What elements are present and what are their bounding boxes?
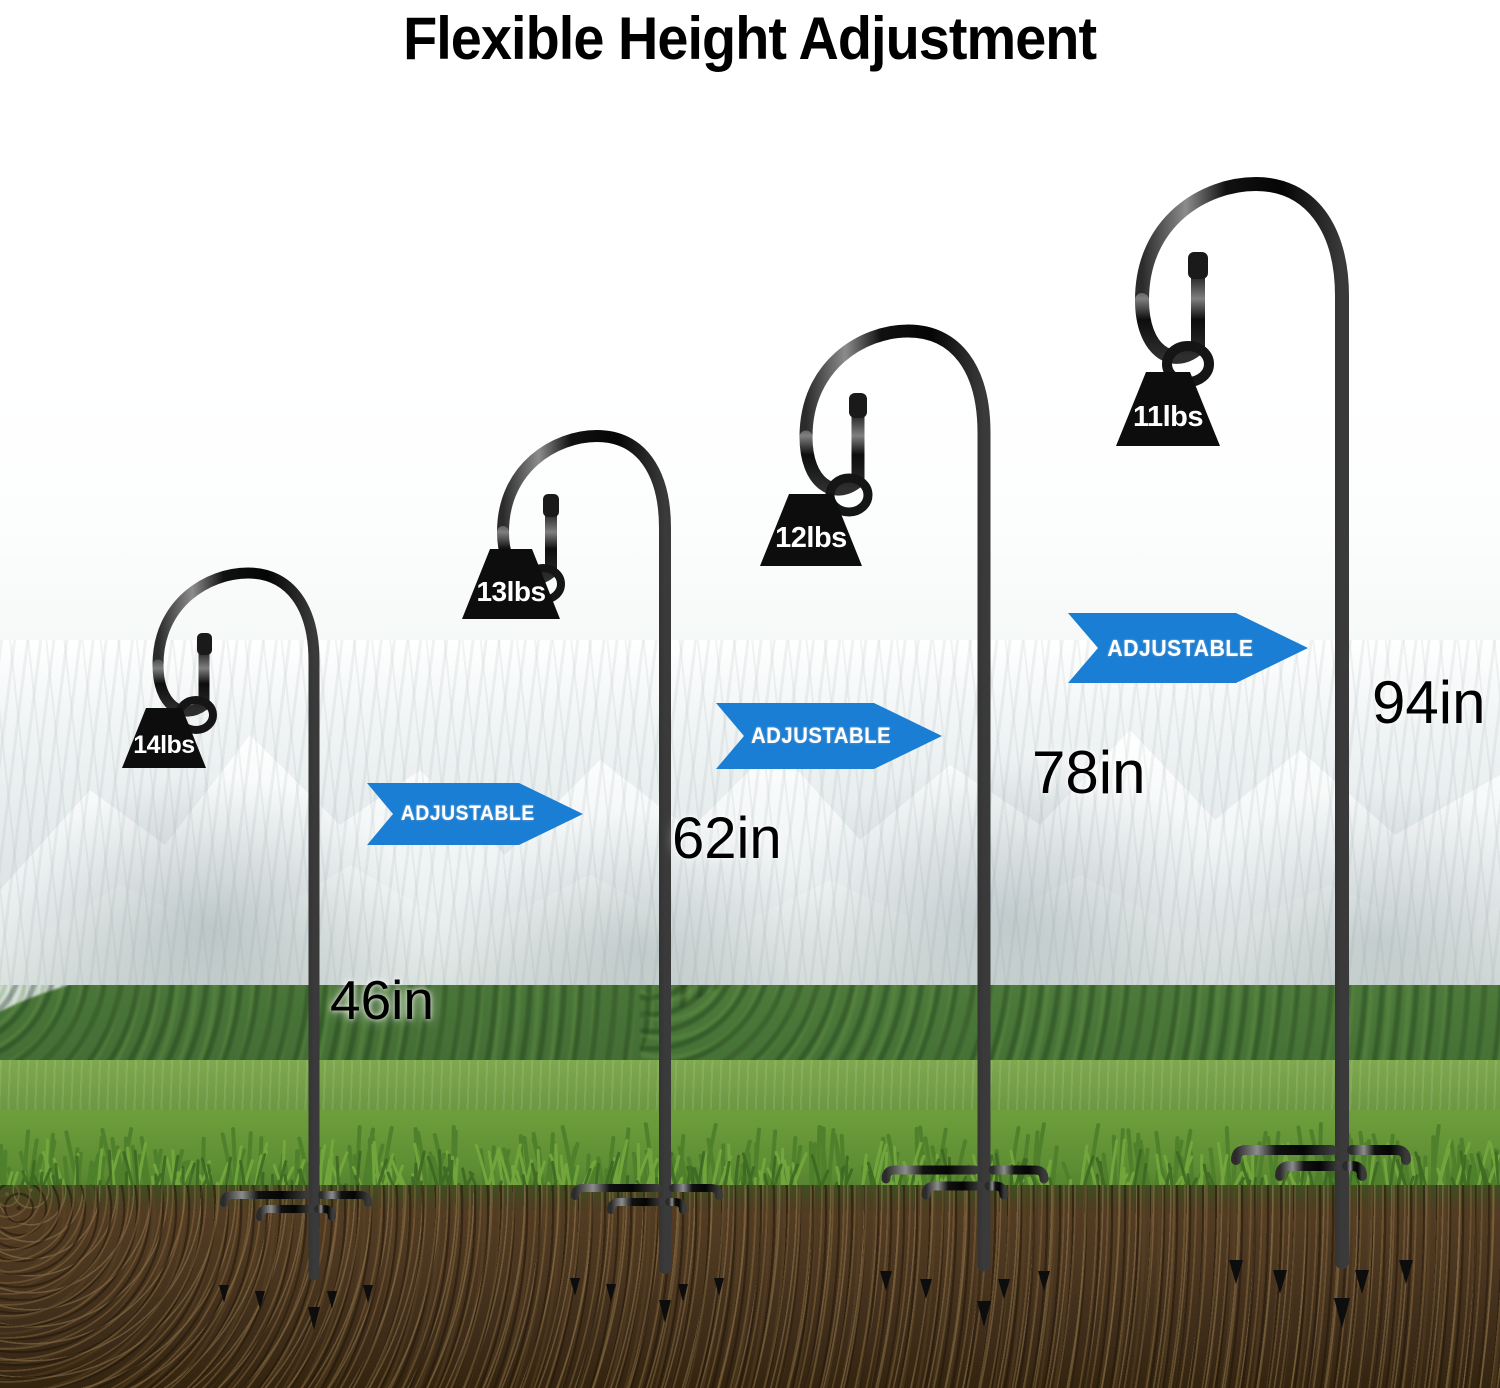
shepherd-hook-94in[interactable] (1080, 170, 1420, 1340)
arrow-shape (367, 783, 583, 845)
hook-stand-graphic-1 (152, 567, 373, 1330)
title-bar: Flexible Height Adjustment (0, 0, 1500, 76)
sky-background (0, 0, 1500, 700)
weight-label: 12lbs (775, 521, 847, 554)
shepherd-hook-78in[interactable] (748, 315, 1068, 1335)
arrow-shape (716, 703, 942, 769)
weight-tag-13lbs: 13lbs (458, 545, 564, 623)
hook-stand-graphic-2 (497, 429, 724, 1323)
arrow-label: ADJUSTABLE (1106, 634, 1254, 661)
weight-label: 13lbs (476, 576, 546, 607)
adjustable-arrow-1: ADJUSTABLE (367, 775, 583, 853)
weight-label: 11lbs (1132, 401, 1204, 433)
height-label-46in: 46in (330, 969, 434, 1031)
arrow-shape (1068, 613, 1308, 683)
height-label-78in: 78in (1032, 739, 1146, 806)
shepherd-hook-46in[interactable] (100, 555, 400, 1335)
arrow-label: ADJUSTABLE (401, 802, 535, 825)
weight-tag-11lbs: 11lbs (1112, 368, 1224, 450)
hook-stand-graphic-4 (1135, 176, 1413, 1328)
page-title: Flexible Height Adjustment (403, 4, 1097, 72)
adjustable-arrow-3: ADJUSTABLE (1068, 605, 1308, 691)
weight-block-shape (760, 494, 862, 566)
weight-label: 14lbs (133, 730, 195, 759)
weight-block-shape (122, 708, 206, 768)
soil-texture (0, 1185, 1500, 1388)
soil-cross-section (0, 1185, 1500, 1388)
weight-block-shape (1116, 372, 1220, 446)
arrow-label: ADJUSTABLE (751, 723, 892, 748)
height-label-94in: 94in (1372, 669, 1486, 736)
hook-stand-graphic-3 (799, 324, 1050, 1327)
height-label-62in: 62in (672, 806, 782, 871)
weight-block-shape (462, 549, 560, 619)
adjustable-arrow-2: ADJUSTABLE (716, 695, 942, 777)
shepherd-hook-62in[interactable] (445, 420, 745, 1330)
weight-tag-14lbs: 14lbs (118, 704, 210, 772)
weight-tag-12lbs: 12lbs (756, 490, 866, 570)
